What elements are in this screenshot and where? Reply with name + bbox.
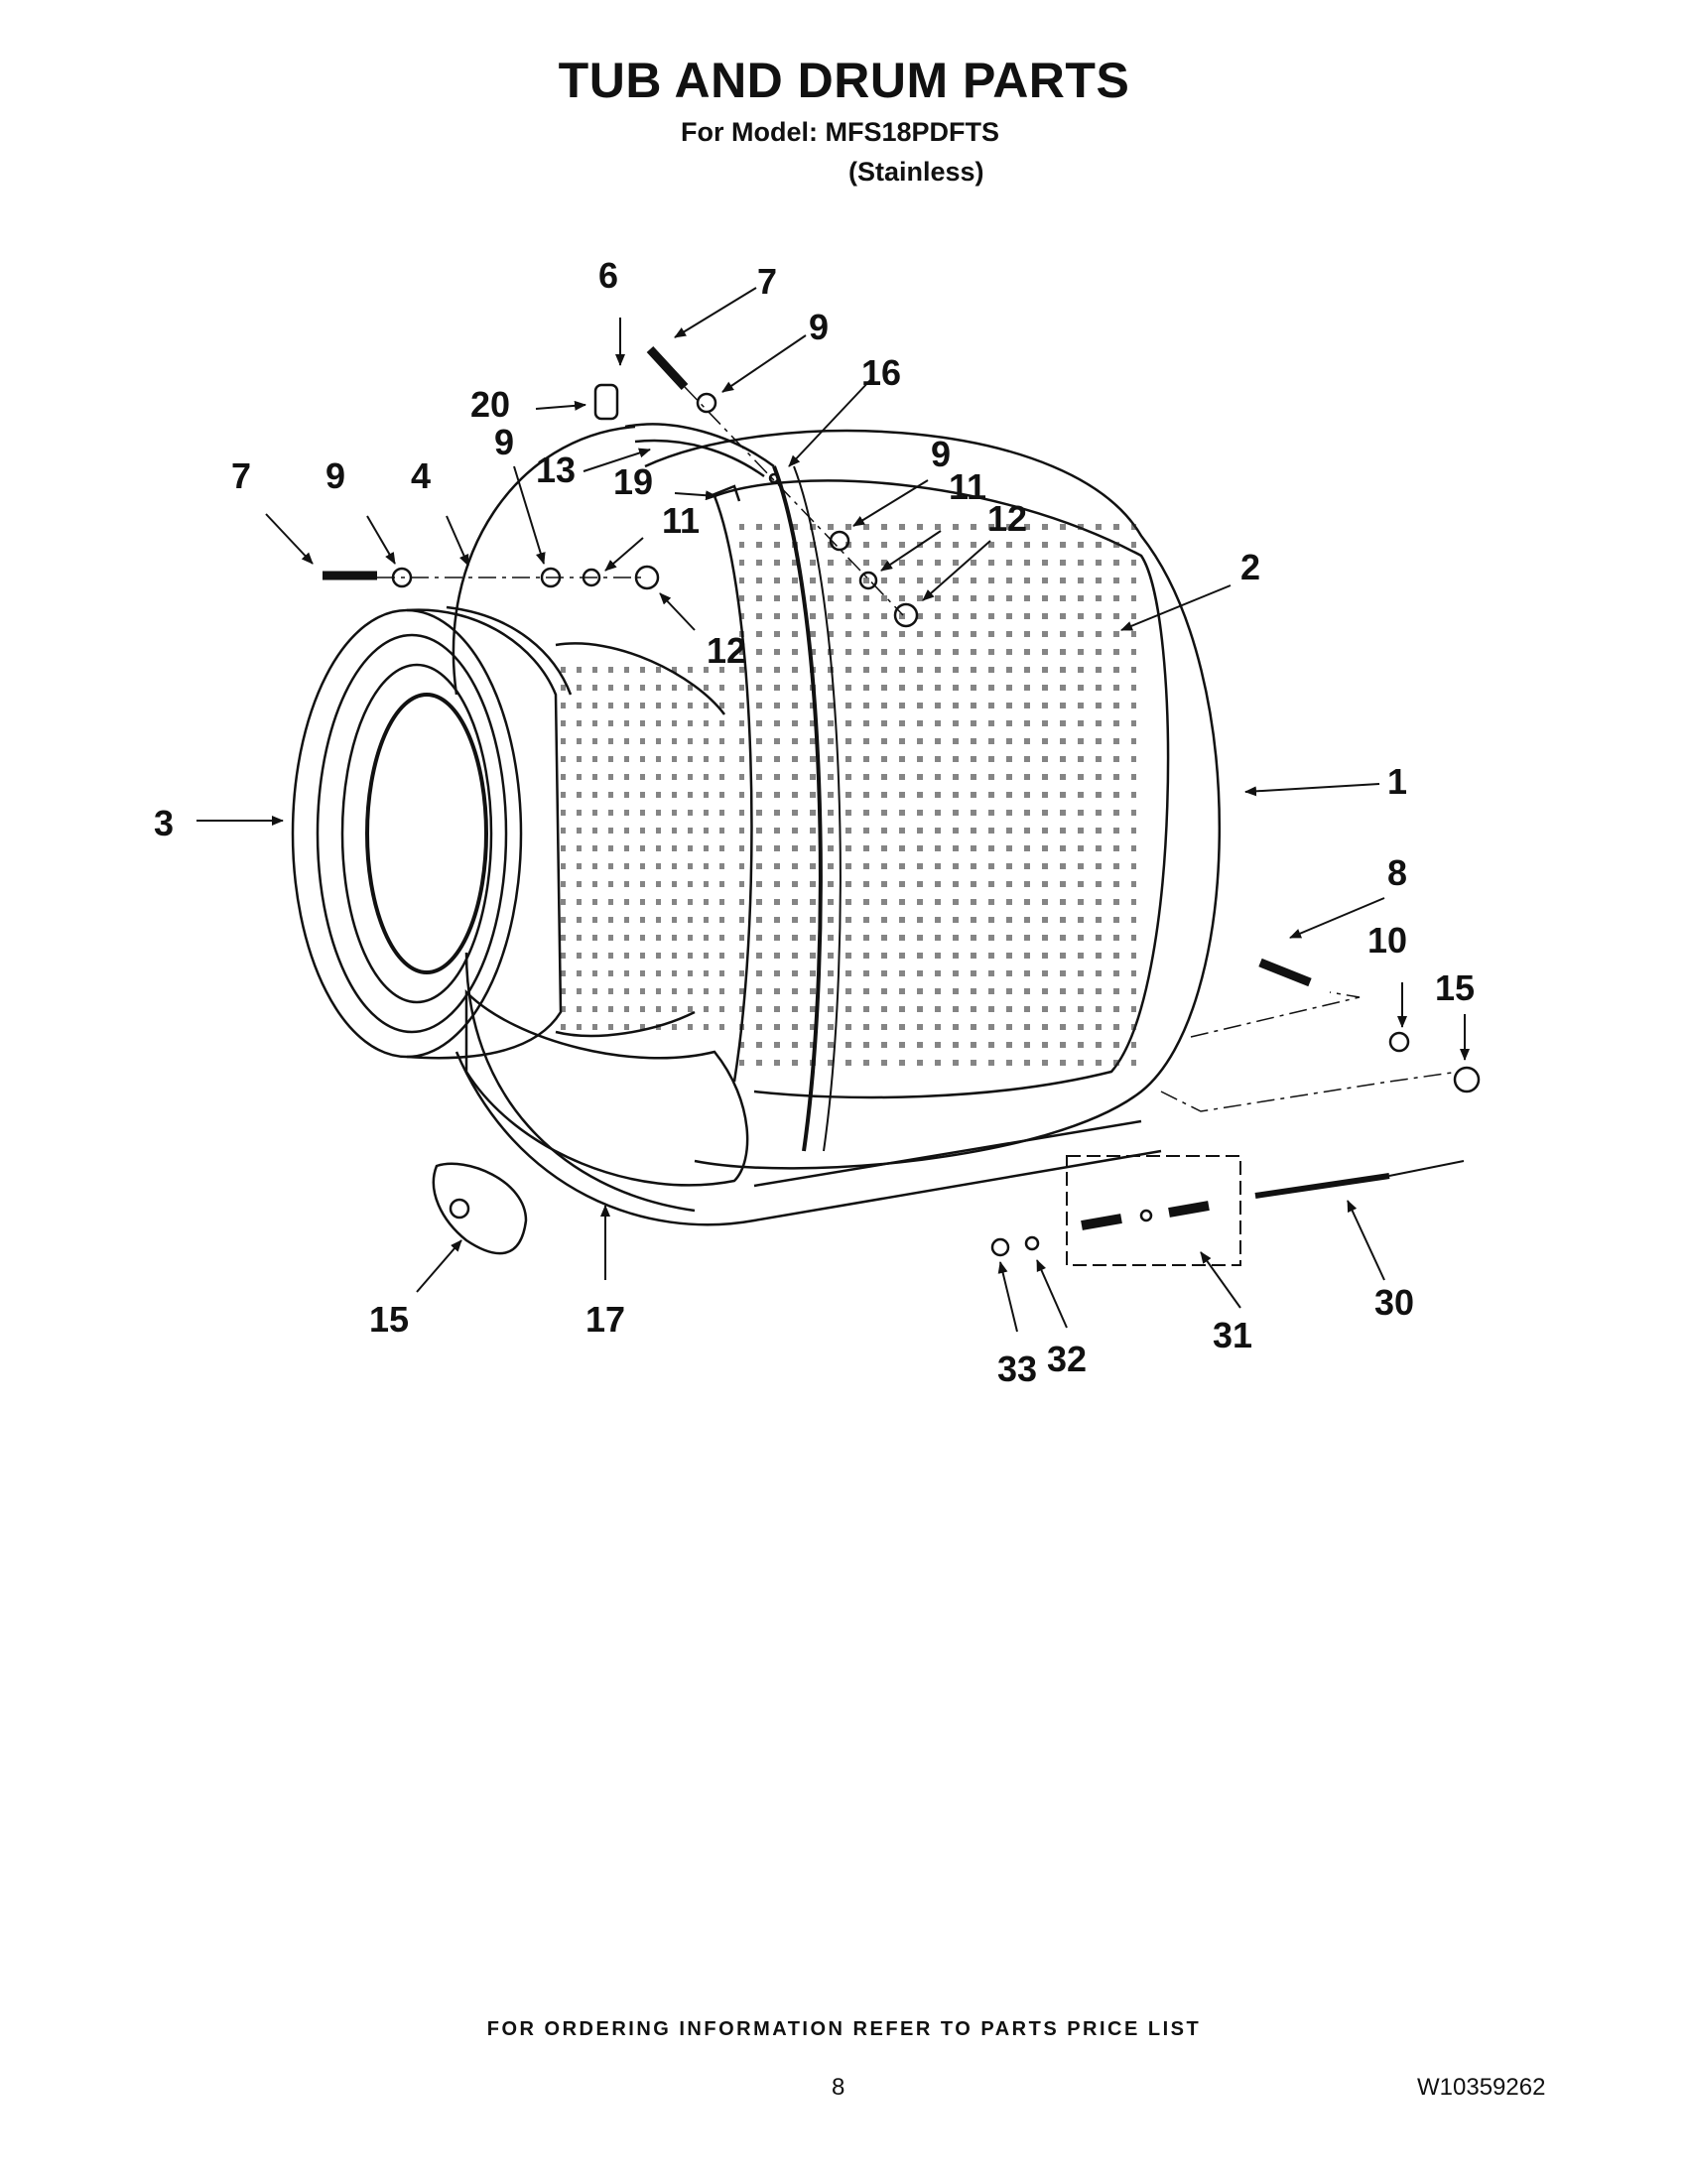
callout-label: 9 [809,307,829,347]
callout-label: 20 [470,384,510,425]
callout-label: 9 [325,455,345,496]
callout-label: 7 [231,455,251,496]
model-line: For Model: MFS18PDFTS [681,117,1000,147]
callout-label: 30 [1374,1282,1414,1323]
callout-label: 9 [494,422,514,462]
callout-label: 11 [662,500,700,541]
callout-label: 10 [1367,920,1407,961]
callout-label: 16 [861,352,901,393]
callout-label: 7 [757,261,777,302]
ordering-note: FOR ORDERING INFORMATION REFER TO PARTS … [486,2018,1202,2040]
page-number: 8 [832,2074,845,2101]
callout-label: 2 [1240,547,1260,587]
callout-label: 19 [613,461,653,502]
page-title: TUB AND DRUM PARTS [558,53,1130,108]
callout-label: 17 [585,1299,625,1340]
callout-label: 32 [1047,1339,1087,1379]
callout-labels: 6 7 9 16 20 9 13 19 7 9 4 11 12 9 11 12 … [154,255,1475,1008]
callout-label: 9 [931,434,951,474]
model-variant: (Stainless) [848,157,984,187]
callout-label: 4 [411,455,431,496]
callout-label: 13 [536,450,576,490]
callout-label: 11 [949,466,986,507]
callout-label: 8 [1387,852,1407,893]
document-number: W10359262 [1417,2074,1546,2101]
callout-label-15: 15 [369,1299,409,1340]
callout-label: 33 [997,1349,1037,1389]
callout-label: 31 [1213,1315,1252,1355]
callout-labels-lower: 15 17 30 31 32 33 [369,1282,1414,1389]
tub-drum-illustration [291,345,1481,1266]
callout-label: 1 [1387,761,1407,802]
callout-label: 12 [987,498,1027,539]
callout-label: 6 [598,255,618,296]
callout-label: 15 [1435,967,1475,1008]
callout-label: 3 [154,803,174,843]
leader-arrows [196,287,1470,1333]
callout-label: 12 [707,630,746,671]
